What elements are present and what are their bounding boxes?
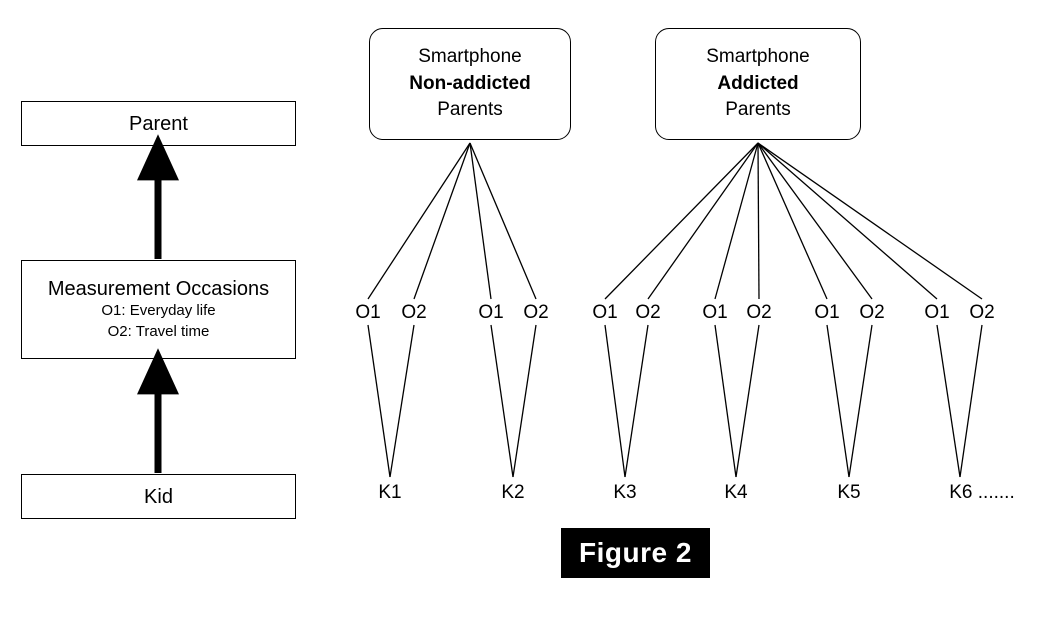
fan-line-5 [604,142,759,300]
kid-label-3: K3 [613,482,637,503]
occasion-label-k2-o1: O1 [478,302,504,323]
group-to-occasion-fan-lines [367,142,983,300]
occasion-label-k1-o1: O1 [355,302,381,323]
group-non-addicted-line3: Parents [437,99,503,121]
occasion-to-kid-line-11 [936,324,961,478]
kid-label-5: K5 [837,482,861,503]
legend-measurement-o1: O1: Everyday life [101,302,216,320]
occasion-label-k6-o2: O2 [969,302,995,323]
occasion-to-kid-line-4 [512,324,537,478]
group-non-addicted-line2: Non-addicted [409,72,531,94]
group-addicted-line1: Smartphone [706,45,810,67]
figure-caption-banner: Figure 2 [561,528,710,578]
occasion-label-k3-o2: O2 [635,302,661,323]
occasion-to-kid-line-6 [624,324,649,478]
group-non-addicted-line1: Smartphone [418,45,522,67]
occasion-to-kid-line-3 [490,324,514,478]
legend-box-parent: Parent [21,101,296,146]
fan-line-2 [413,142,471,300]
occasion-to-kid-line-5 [604,324,626,478]
fan-line-8 [757,142,760,300]
legend-box-measurement-occasions: Measurement Occasions O1: Everyday life … [21,260,296,359]
fan-line-3 [469,142,492,300]
occasion-to-kid-lines [367,324,983,478]
group-addicted-line3: Parents [725,99,791,121]
fan-line-7 [714,142,759,300]
occasion-label-k1-o2: O2 [401,302,427,323]
occasion-label-k6-o1: O1 [924,302,950,323]
group-box-addicted-parents: Smartphone Addicted Parents [655,28,861,140]
legend-measurement-o2: O2: Travel time [107,322,210,340]
legend-parent-label: Parent [129,112,188,135]
occasion-label-k4-o2: O2 [746,302,772,323]
kid-label-4: K4 [724,482,748,503]
occasion-to-kid-line-1 [367,324,391,478]
occasion-to-kid-line-10 [848,324,873,478]
occasion-to-kid-line-12 [959,324,983,478]
occasion-label-k5-o2: O2 [859,302,885,323]
fan-line-6 [647,142,759,300]
kid-label-1: K1 [378,482,402,503]
legend-measurement-title: Measurement Occasions [47,278,270,301]
kid-label-6: K6 ....... [949,482,1015,503]
group-box-non-addicted-parents: Smartphone Non-addicted Parents [369,28,571,140]
occasion-to-kid-line-2 [389,324,415,478]
fan-line-9 [757,142,828,300]
fan-line-10 [757,142,873,300]
legend-box-kid: Kid [21,474,296,519]
occasion-label-k4-o1: O1 [702,302,728,323]
fan-line-12 [757,142,983,300]
occasion-to-kid-line-8 [735,324,760,478]
fan-line-11 [757,142,938,300]
occasion-to-kid-line-7 [714,324,737,478]
legend-kid-label: Kid [144,485,173,508]
occasion-to-kid-line-9 [826,324,850,478]
fan-line-1 [367,142,471,300]
group-addicted-line2: Addicted [717,72,799,94]
occasion-label-k3-o1: O1 [592,302,618,323]
kid-label-2: K2 [501,482,525,503]
figure-caption-text: Figure 2 [579,537,692,568]
occasion-label-k5-o1: O1 [814,302,840,323]
occasion-label-k2-o2: O2 [523,302,549,323]
fan-line-4 [469,142,537,300]
